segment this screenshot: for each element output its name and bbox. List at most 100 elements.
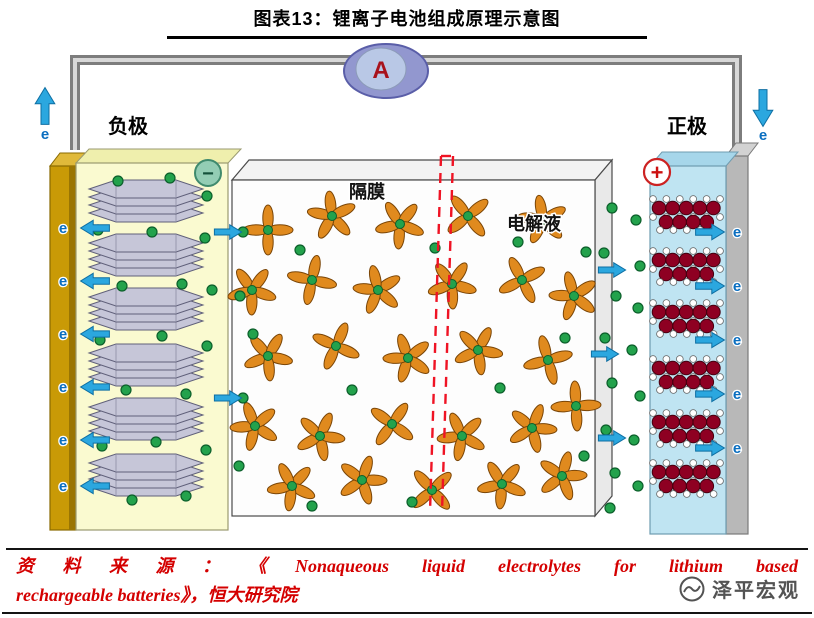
lithium-ion-dot (150, 436, 162, 448)
lithium-ion-dot (201, 190, 213, 202)
lithium-ion-dot (294, 244, 306, 256)
solvent-molecule (242, 204, 294, 256)
lithium-ion-dot (606, 202, 618, 214)
graphite-layer-stack (87, 233, 205, 277)
solvent-molecule (509, 404, 558, 453)
cathode-molecule-cluster (649, 409, 724, 448)
solvent-molecule (312, 322, 360, 370)
solvent-molecule (523, 335, 573, 385)
cathode-molecule-cluster (649, 459, 724, 498)
solvent-molecule (266, 463, 316, 512)
electron-flow-arrow (752, 89, 774, 128)
separator-membrane (428, 154, 455, 513)
plus-icon: + (651, 160, 664, 185)
lithium-ion-dot (180, 388, 192, 400)
lithium-ion-dot (578, 450, 590, 462)
watermark-logo-icon (679, 576, 705, 601)
source-text-line2: rechargeable batteries》，恒大研究院 (16, 585, 298, 605)
electron-flow-arrow (79, 378, 110, 396)
watermark: 泽平宏观 (678, 574, 800, 603)
electron-flow-arrow (695, 331, 726, 349)
lithium-ion-dot (632, 302, 644, 314)
electron-label: e (59, 379, 67, 396)
electrolyte-lithium-ions (233, 226, 592, 512)
lithium-ion-dot (610, 290, 622, 302)
lithium-ion-dot (634, 260, 646, 272)
lithium-ion-dot (626, 344, 638, 356)
ion-flow-arrow (597, 261, 627, 279)
solvent-molecule (550, 380, 602, 432)
graphite-layer-stack (87, 453, 205, 497)
lithium-ion-dot (630, 214, 642, 226)
lithium-ion-dot (146, 226, 158, 238)
lithium-ion-dot (580, 246, 592, 258)
solvent-molecule (454, 327, 504, 376)
figure-title: 图表13：锂离子电池组成原理示意图 (167, 5, 647, 39)
electron-label: e (41, 126, 49, 143)
solvent-molecule (340, 455, 388, 505)
electron-flow-arrow (79, 325, 110, 343)
electron-label: e (733, 386, 741, 403)
cathode-molecule-clusters (649, 195, 724, 498)
ion-flow-arrow (213, 389, 243, 407)
solvent-molecule (498, 256, 546, 304)
graphite-layer-stack (87, 343, 205, 387)
lithium-ion-dot (199, 232, 211, 244)
electron-flow-arrow (695, 277, 726, 295)
separator-label: 隔膜 (349, 181, 385, 202)
lithium-ion-dot (632, 480, 644, 492)
lithium-ion-dot (180, 490, 192, 502)
lithium-ion-dot (346, 384, 358, 396)
solvent-molecule (517, 194, 566, 244)
solvent-molecule (287, 255, 337, 305)
lithium-ion-dot (512, 236, 524, 248)
lithium-ion-dot (634, 390, 646, 402)
solvent-molecule (352, 265, 401, 314)
graphite-layer-stack (87, 287, 205, 331)
lithium-ion-dot (164, 172, 176, 184)
positive-terminal-circle (642, 157, 672, 187)
cathode-lithium-ions (598, 202, 646, 514)
lithium-ion-dot (628, 434, 640, 446)
electron-flow-arrow (79, 219, 110, 237)
solvent-molecule (306, 190, 356, 239)
lithium-ion-dot (494, 382, 506, 394)
negative-terminal-circle (194, 159, 222, 187)
solvent-molecule (297, 412, 346, 462)
lithium-ion-dot (176, 278, 188, 290)
electron-label: e (759, 127, 767, 144)
divider-bottom (2, 612, 812, 614)
cathode-label: 正极 (667, 114, 708, 138)
solvent-molecule (447, 195, 489, 237)
electron-flow-arrow (695, 223, 726, 241)
lithium-ion-dot (604, 502, 616, 514)
ammeter-label: A (372, 57, 389, 84)
watermark-text: 泽平宏观 (712, 580, 800, 602)
graphite-layer-stack (87, 179, 205, 223)
anode-body-top (74, 148, 243, 164)
title-bar: 图表13：锂离子电池组成原理示意图 (0, 0, 814, 39)
solvent-molecule (412, 470, 452, 510)
lithium-ion-dot (559, 332, 571, 344)
solvent-molecule (540, 451, 588, 501)
lithium-ion-dot (206, 284, 218, 296)
divider-top (6, 548, 808, 550)
electron-flow-arrow (79, 477, 110, 495)
lithium-ion-dot (156, 330, 168, 342)
lithium-ion-dot (599, 332, 611, 344)
cathode-molecule-cluster (649, 355, 724, 394)
minus-icon: − (202, 163, 214, 185)
solvent-molecule (375, 201, 424, 250)
source-text-line1: 资料来源：《Nonaqueous liquid electrolytes for… (16, 556, 798, 576)
graphite-stacks (87, 179, 205, 497)
ion-flow-arrow (597, 429, 627, 447)
lithium-ion-dot (247, 328, 259, 340)
solvent-molecules (227, 190, 602, 512)
source-block: 资料来源：《Nonaqueous liquid electrolytes for… (0, 548, 814, 614)
lithium-ion-dot (609, 467, 621, 479)
electron-label: e (733, 440, 741, 457)
lithium-ion-dot (126, 494, 138, 506)
electron-label: e (733, 332, 741, 349)
